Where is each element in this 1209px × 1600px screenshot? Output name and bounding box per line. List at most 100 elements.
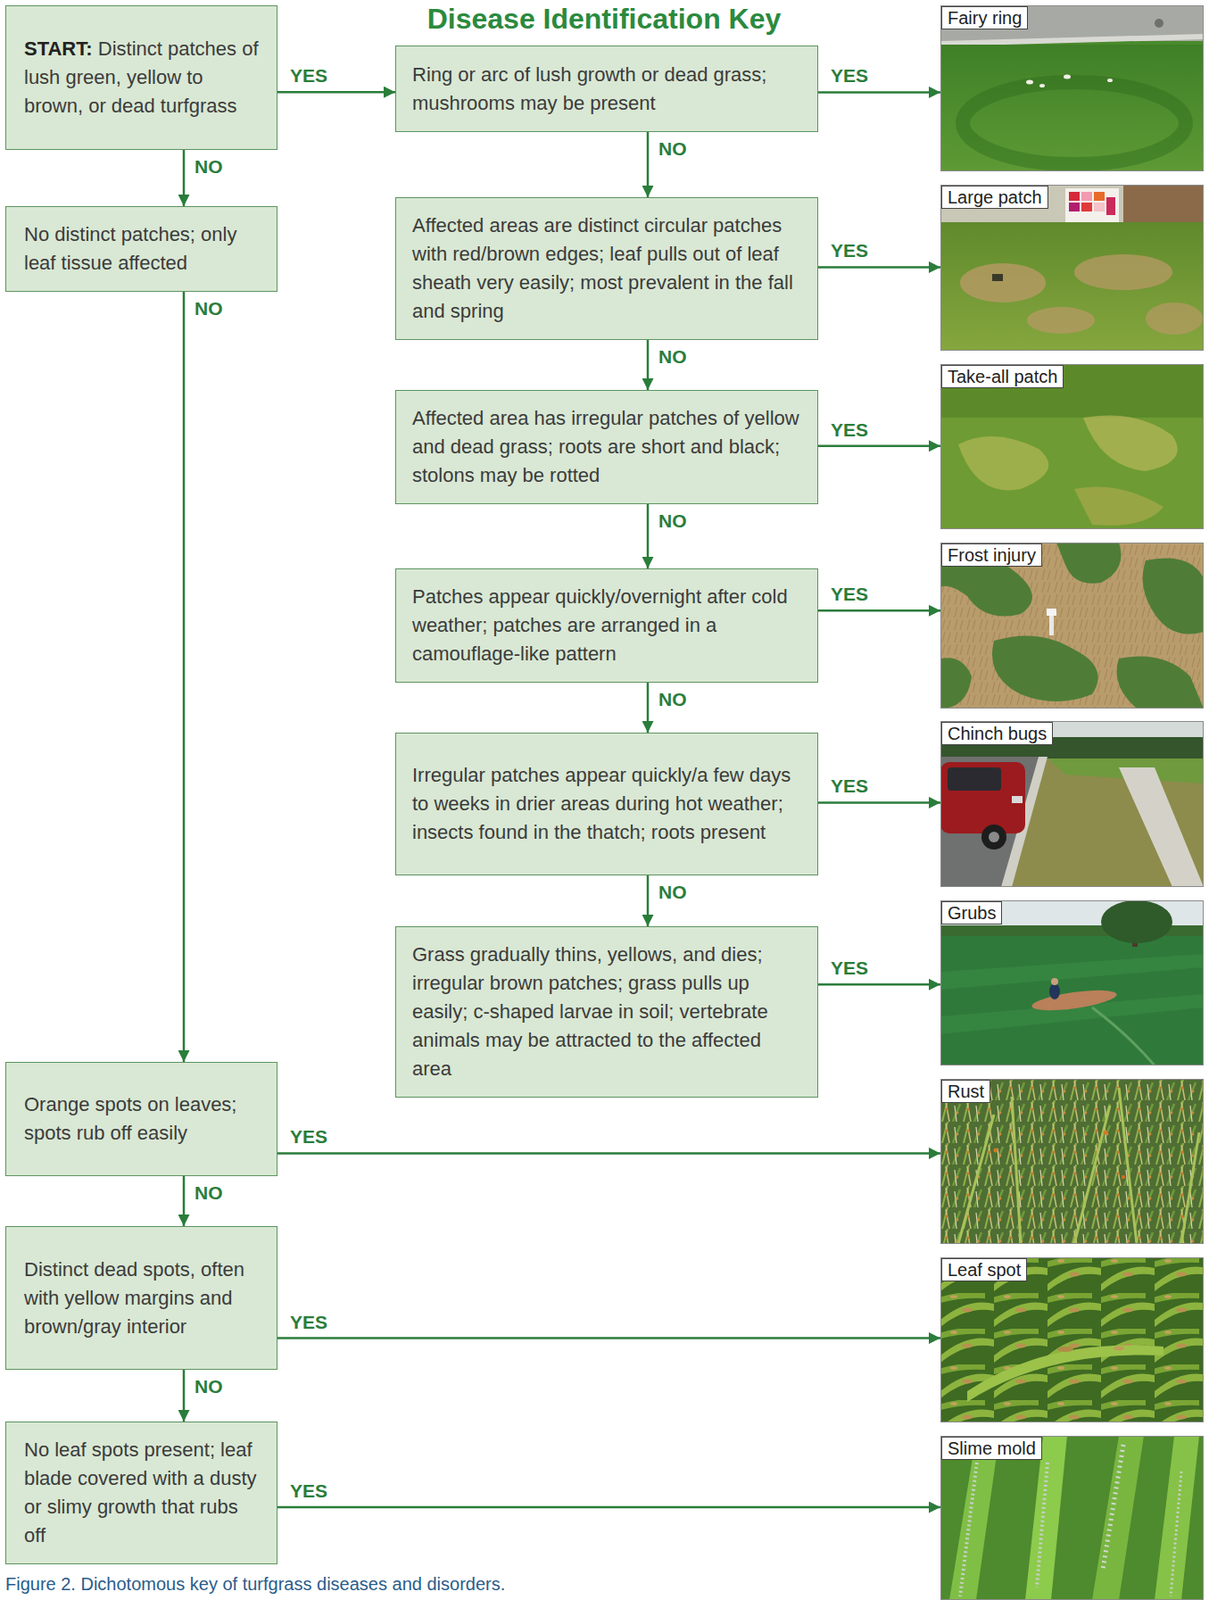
text-group: Grass gradually thins, yellows, and dies… <box>412 940 805 1084</box>
branch-label: NO <box>192 1182 225 1204</box>
photo-detail <box>960 263 1046 303</box>
figure-caption: Figure 2. Dichotomous key of turfgrass d… <box>5 1572 506 1596</box>
photo-detail <box>1068 191 1080 201</box>
branch-arrow <box>182 1369 186 1422</box>
photo-detail <box>940 900 1204 1066</box>
key-step-box: Orange spots on leaves; spots rub off ea… <box>5 1061 278 1176</box>
text-group: Irregular patches appear quickly/a few d… <box>412 761 805 847</box>
photo-detail <box>1142 558 1204 635</box>
branch-label: YES <box>828 65 870 87</box>
photo-detail <box>1092 1007 1155 1066</box>
photo-detail <box>1011 795 1023 804</box>
photo-detail <box>1103 1130 1109 1135</box>
photo-label: Slime mold <box>941 1436 1043 1460</box>
photo-panel: Take-all patch <box>940 364 1204 530</box>
step-text: Grass gradually thins, yellows, and dies… <box>412 940 805 1084</box>
branch-arrow <box>277 1506 941 1509</box>
step-text: Affected area has irregular patches of y… <box>412 404 805 490</box>
branch-arrow <box>818 983 941 986</box>
branch-arrow <box>818 801 941 804</box>
step-heading: START: <box>24 37 93 60</box>
photo-label: Take-all patch <box>941 364 1064 389</box>
photo-detail <box>940 44 1204 172</box>
branch-arrow <box>646 875 650 927</box>
branch-arrow <box>182 1175 186 1226</box>
photo-detail <box>960 1453 978 1597</box>
branch-label: NO <box>656 881 689 903</box>
key-step-box: Grass gradually thins, yellows, and dies… <box>395 926 819 1098</box>
photo-label: Grubs <box>941 901 1002 925</box>
photo-detail <box>958 436 1049 490</box>
branch-label: NO <box>192 1375 225 1398</box>
photo-detail <box>1093 191 1105 201</box>
branch-arrow <box>182 149 186 207</box>
photo-detail <box>940 1078 1204 1244</box>
step-text: Distinct dead spots, often with yellow m… <box>24 1255 265 1342</box>
photo-panel: Grubs <box>940 900 1204 1066</box>
photo-detail <box>1154 18 1164 28</box>
photo-detail <box>1065 188 1119 224</box>
photo-detail <box>1107 78 1113 83</box>
photo-detail <box>1154 1435 1200 1600</box>
photo-detail <box>940 184 1204 351</box>
photo-detail <box>962 82 1186 165</box>
step-text: Ring or arc of lush growth or dead grass… <box>412 60 805 118</box>
photo-label: Chinch bugs <box>941 721 1053 746</box>
branch-label: YES <box>828 419 870 441</box>
photo-detail <box>1117 656 1205 710</box>
text-group: Orange spots on leaves; spots rub off ea… <box>24 1090 265 1148</box>
photo-detail <box>940 1257 1204 1423</box>
photo-detail <box>1102 1444 1124 1570</box>
branch-arrow <box>277 1336 941 1340</box>
photo-detail <box>940 184 1204 351</box>
photo-label: Fairy ring <box>941 6 1028 30</box>
photo-panel: Frost injury <box>940 542 1204 709</box>
key-step-box: Affected areas are distinct circular pat… <box>395 197 819 340</box>
photo-detail <box>940 720 1204 887</box>
key-step-box: Patches appear quickly/overnight after c… <box>395 568 819 683</box>
photo-detail <box>1046 608 1057 616</box>
text-group: Large patch <box>941 185 1203 209</box>
text-group: Affected area has irregular patches of y… <box>412 404 805 490</box>
photo-detail <box>1030 985 1118 1014</box>
branch-label: YES <box>288 1311 330 1334</box>
photo-detail <box>940 720 1204 887</box>
photo-detail <box>949 1435 1000 1600</box>
branch-label: YES <box>828 583 870 605</box>
photo-label: Frost injury <box>941 543 1043 567</box>
branch-label: NO <box>192 156 225 178</box>
photo-detail <box>940 222 1204 351</box>
branch-label: YES <box>288 1480 330 1502</box>
photo-detail <box>940 364 1204 418</box>
branch-arrow <box>646 682 650 733</box>
step-text: No leaf spots present; leaf blade covere… <box>24 1435 265 1550</box>
photo-detail <box>1145 302 1203 335</box>
photo-detail <box>1092 1435 1144 1600</box>
diagram-title: Disease Identification Key <box>427 1 782 36</box>
photo-detail <box>940 1078 1204 1244</box>
photo-detail <box>1101 900 1173 944</box>
photo-detail <box>940 364 1204 530</box>
photo-detail <box>1118 767 1204 887</box>
key-step-box: START:Distinct patches of lush green, ye… <box>5 5 278 150</box>
branch-arrow <box>646 132 650 198</box>
key-step-box: No leaf spots present; leaf blade covere… <box>5 1421 278 1565</box>
photo-detail <box>940 5 1204 172</box>
text-group: Distinct dead spots, often with yellow m… <box>24 1255 265 1342</box>
photo-detail <box>1036 1462 1048 1588</box>
photo-detail <box>1081 191 1093 201</box>
photo-detail <box>1063 74 1071 80</box>
photo-detail <box>940 5 1204 172</box>
branch-arrow <box>646 339 650 390</box>
text-group: No leaf spots present; leaf blade covere… <box>24 1435 265 1550</box>
photo-detail <box>1121 1175 1126 1179</box>
text-group: Patches appear quickly/overnight after c… <box>412 582 805 669</box>
text-group: Leaf spot <box>941 1258 1203 1282</box>
photo-detail <box>940 953 1204 990</box>
photo-detail <box>1123 184 1204 224</box>
photo-detail <box>1057 1346 1074 1352</box>
photo-detail <box>1049 983 1060 1000</box>
branch-arrow <box>818 609 941 613</box>
step-text: Patches appear quickly/overnight after c… <box>412 582 805 669</box>
photo-panel: Chinch bugs <box>940 720 1204 887</box>
